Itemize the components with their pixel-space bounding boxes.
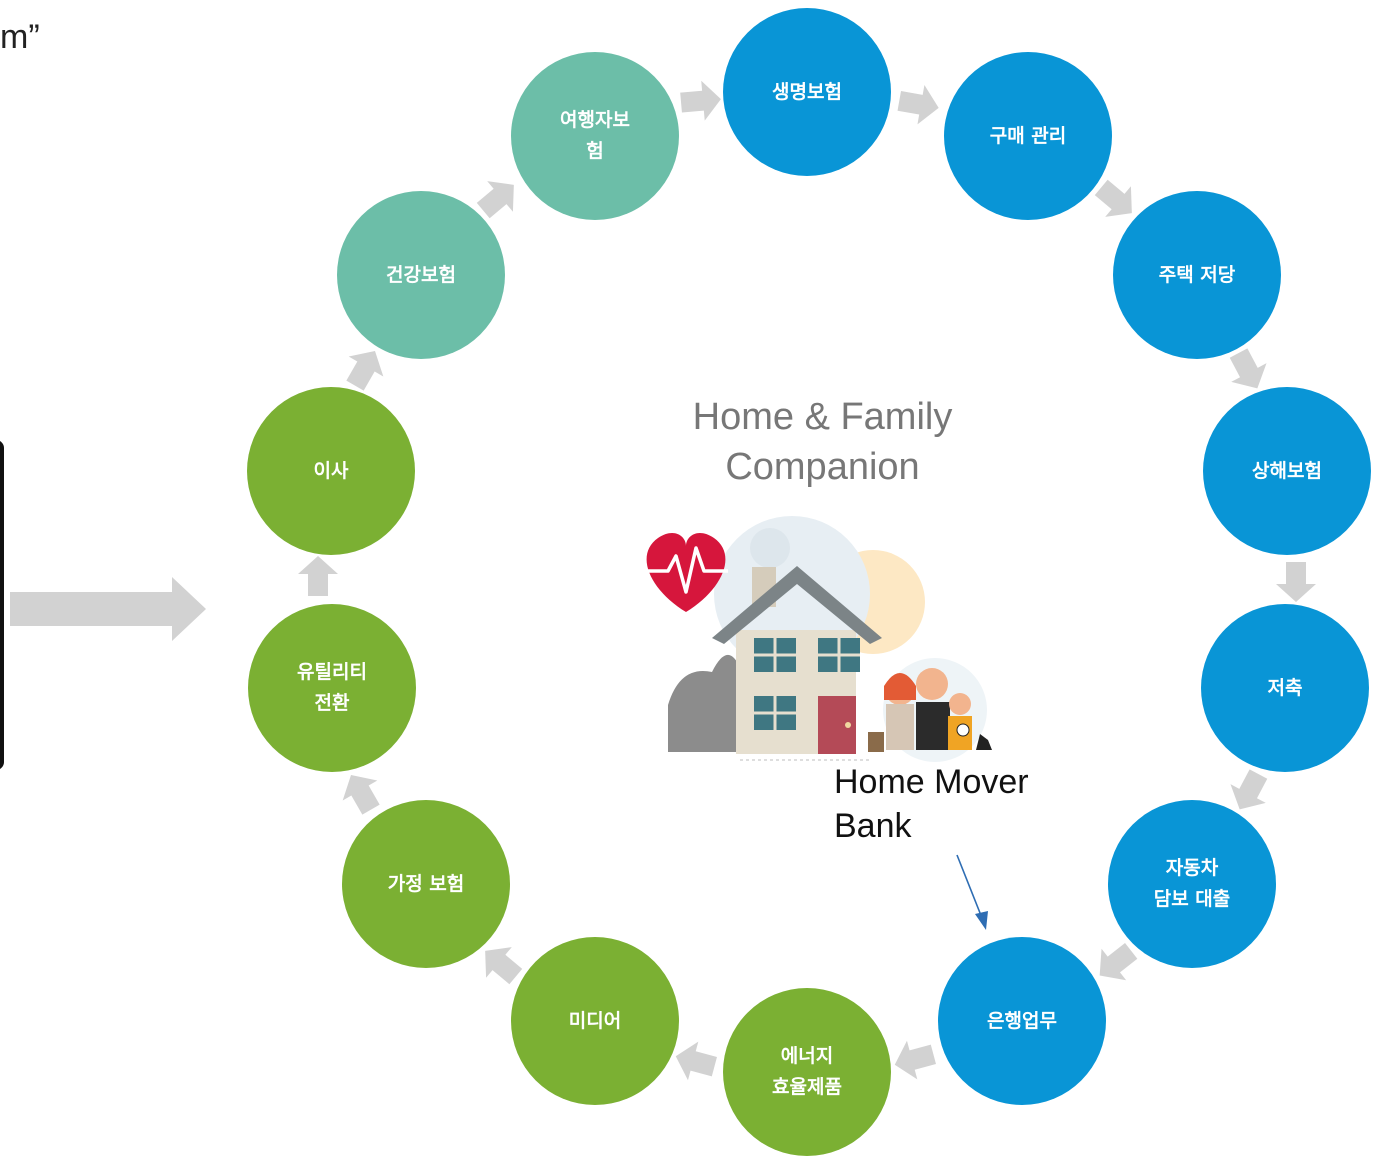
callout-arrow-head <box>975 911 988 930</box>
node-utility-switch: 유틸리티 전환 <box>248 604 416 772</box>
arrow-2 <box>897 84 939 125</box>
node-banking: 은행업무 <box>938 937 1106 1105</box>
node-life-insurance: 생명보험 <box>723 8 891 176</box>
arrow-5 <box>1276 562 1316 602</box>
node-home-mortgage: 주택 저당 <box>1113 191 1281 359</box>
node-purchase-management: 구매 관리 <box>944 52 1112 220</box>
arrow-13 <box>346 350 384 391</box>
center-title: Home & Family Companion <box>692 396 953 488</box>
family-icon <box>868 658 992 762</box>
home-mover-bank-label: Home Mover Bank <box>834 763 1029 845</box>
node-energy-products: 에너지 효율제품 <box>723 988 891 1156</box>
corner-text: m” <box>0 18 40 56</box>
callout-arrow-line <box>956 854 983 919</box>
arrow-6 <box>1230 769 1268 810</box>
node-health-insurance: 건강보험 <box>337 191 505 359</box>
arrow-4 <box>1229 348 1267 389</box>
arrow-10 <box>485 947 523 985</box>
arrow-12 <box>298 556 338 596</box>
arrow-14 <box>476 181 514 219</box>
home-illustration <box>644 516 992 762</box>
node-home-insurance: 가정 보험 <box>342 800 510 968</box>
cat-icon <box>976 734 992 750</box>
cycle-arrows <box>298 80 1316 1081</box>
phone-edge <box>0 440 4 770</box>
arrow-1 <box>680 80 721 121</box>
node-moving: 이사 <box>247 387 415 555</box>
arrow-11 <box>342 774 380 815</box>
node-media: 미디어 <box>511 937 679 1105</box>
node-car-loan: 자동차 담보 대출 <box>1108 800 1276 968</box>
heart-pulse-icon <box>646 532 726 612</box>
arrow-8 <box>894 1040 936 1080</box>
dog-icon <box>868 732 884 752</box>
node-savings: 저축 <box>1201 604 1369 772</box>
node-injury-insurance: 상해보험 <box>1203 387 1371 555</box>
node-travel-insurance: 여행자보 험 <box>511 52 679 220</box>
arrow-3 <box>1094 179 1132 217</box>
left-input-arrow <box>10 577 206 641</box>
arrow-9 <box>675 1041 717 1081</box>
arrow-7 <box>1099 943 1138 981</box>
